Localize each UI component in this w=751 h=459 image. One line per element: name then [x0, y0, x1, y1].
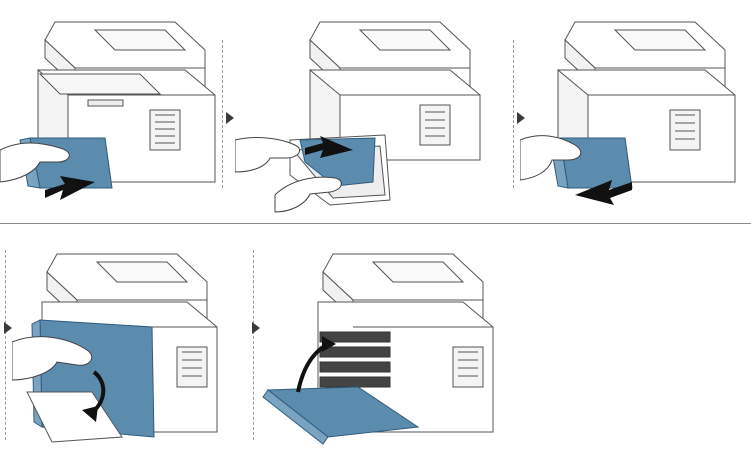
illustration-shape: [305, 136, 353, 158]
next-step-arrow-icon: [252, 322, 260, 334]
illustration-shape: [262, 389, 329, 445]
illustration-shape: [613, 29, 707, 51]
step-4-panel: [12, 232, 252, 459]
illustration-shape: [520, 135, 582, 181]
illustration-shape: [0, 142, 70, 183]
front-cover-icon: [262, 386, 420, 445]
step-divider-2: [513, 40, 514, 188]
hand-icon: [0, 142, 70, 183]
row-divider: [0, 223, 751, 224]
illustration-shape: [38, 73, 162, 95]
illustration-shape: [358, 29, 452, 51]
step-2-panel: [235, 0, 513, 222]
pull-arrow-icon: [45, 176, 95, 200]
illustration-shape: [12, 336, 93, 381]
pull-arrow-icon: [305, 136, 353, 158]
step-3-illustration: [520, 21, 736, 205]
hand-icon: [235, 137, 342, 213]
step-1-illustration: [0, 21, 216, 200]
step-2-illustration: [235, 21, 481, 213]
step-5-panel: [258, 232, 498, 459]
next-step-arrow-icon: [226, 112, 234, 124]
step-3-panel: [520, 0, 751, 222]
illustration-shape: [93, 29, 187, 51]
hand-icon: [520, 135, 582, 181]
step-4-illustration: [12, 253, 218, 443]
next-step-arrow-icon: [517, 112, 525, 124]
hand-icon: [12, 336, 93, 381]
illustration-shape: [235, 137, 300, 173]
step-divider-4: [253, 250, 254, 440]
step-1-panel: [0, 0, 222, 222]
step-5-illustration: [262, 253, 494, 445]
illustration-shape: [274, 176, 342, 213]
illustration-shape: [95, 261, 189, 283]
illustration-shape: [371, 261, 465, 283]
step-divider-1: [222, 40, 223, 188]
step-divider-3: [5, 250, 6, 440]
next-step-arrow-icon: [4, 322, 12, 334]
illustration-shape: [575, 180, 632, 205]
arrow-head-icon: [322, 336, 336, 352]
illustration-shape: [45, 176, 95, 200]
push-arrow-icon: [575, 180, 632, 205]
arrow-head-icon: [82, 406, 98, 422]
